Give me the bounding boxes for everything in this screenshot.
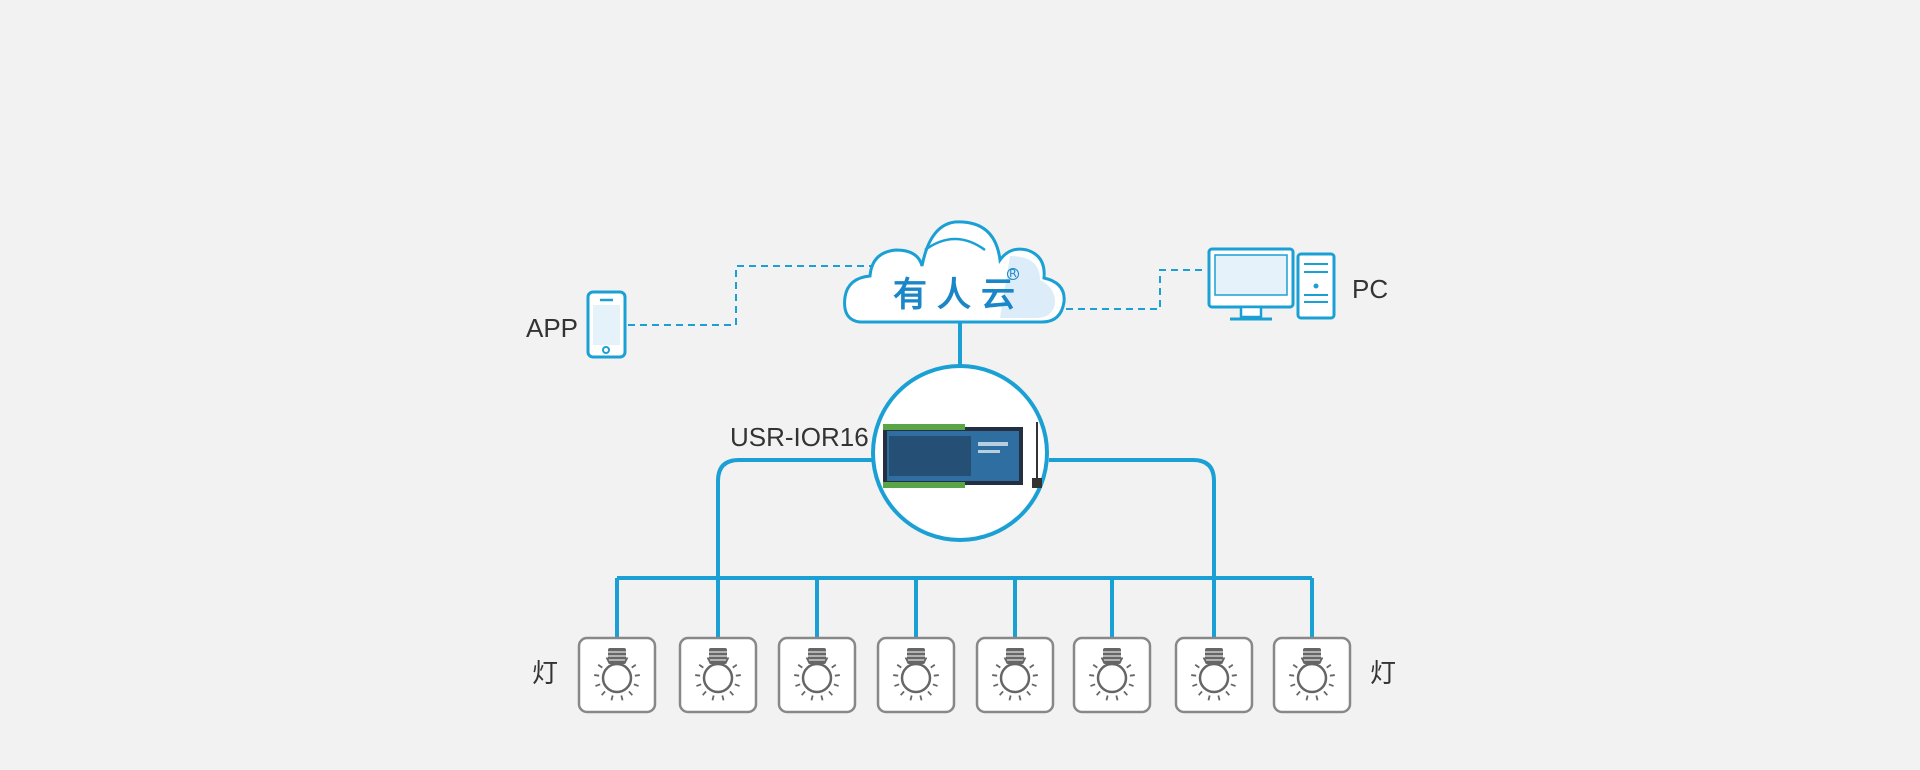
pc-cloud-link: [1066, 269, 1205, 310]
light-bulb-icon: [777, 636, 857, 714]
light-bulb-icon: [1174, 636, 1254, 714]
smartphone-icon: [586, 290, 627, 359]
light-bulb-icon: [975, 636, 1055, 714]
desktop-computer-icon: [1207, 247, 1336, 321]
light-bulb-icon: [876, 636, 956, 714]
device-model-label: USR-IOR16: [730, 422, 869, 452]
lamp-label-right: 灯: [1370, 659, 1397, 689]
light-bulb-icon: [1272, 636, 1352, 714]
right-bus-line: [1049, 458, 1216, 578]
left-bus-line: [716, 458, 873, 578]
pc-label: PC: [1352, 274, 1389, 304]
light-bulb-icon: [577, 636, 657, 714]
registered-mark-icon: R: [1007, 268, 1019, 280]
lamp-row: [577, 636, 1352, 714]
app-cloud-link: [628, 265, 880, 326]
lamp-drop-lines: [615, 578, 1314, 638]
cloud-service-name: 有人云: [893, 275, 1025, 315]
io-controller-icon: [871, 364, 1049, 542]
light-bulb-icon: [678, 636, 758, 714]
app-label: APP: [526, 313, 579, 343]
light-bulb-icon: [1072, 636, 1152, 714]
lamp-label-left: 灯: [532, 659, 559, 689]
